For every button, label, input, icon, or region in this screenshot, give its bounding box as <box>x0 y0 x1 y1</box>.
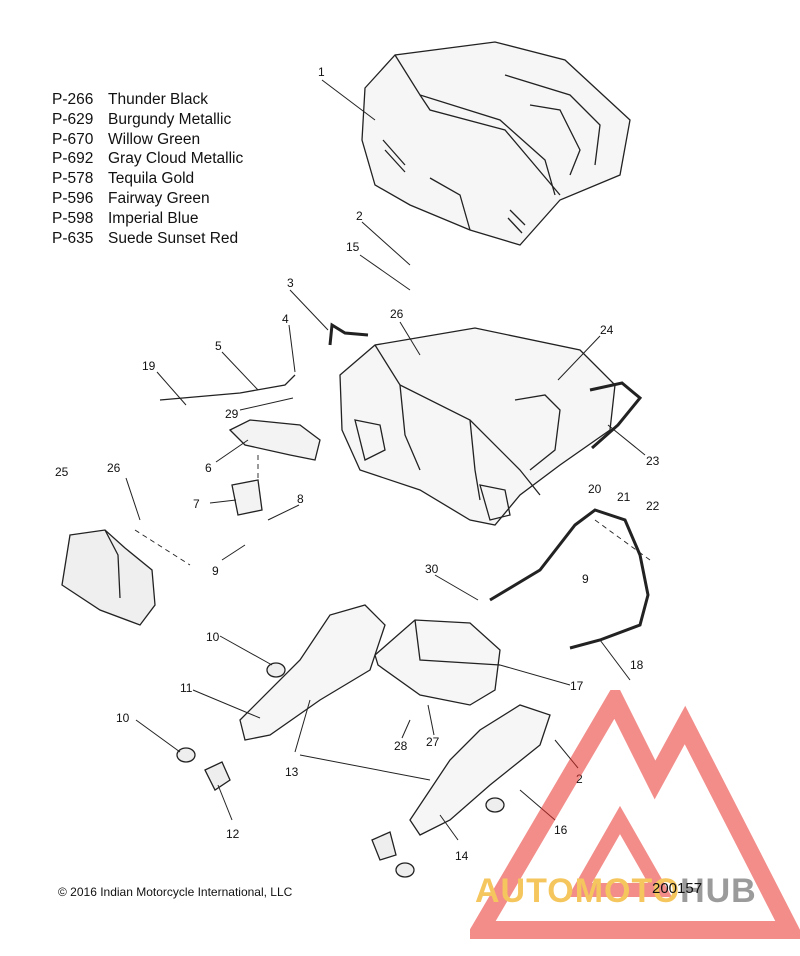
callout-8: 8 <box>297 492 304 506</box>
latch-part <box>231 479 263 516</box>
callout-1: 1 <box>318 65 325 79</box>
cable-part <box>159 374 296 401</box>
callout-24: 24 <box>600 323 614 337</box>
pad-part <box>61 529 156 626</box>
callout-16: 16 <box>554 823 568 837</box>
callout-19: 19 <box>142 359 156 373</box>
color-code: P-670 <box>52 130 94 148</box>
legend-row: P-629 Burgundy Metallic <box>52 110 243 130</box>
drawing-number: 200157 <box>652 880 703 897</box>
callout-23: 23 <box>646 454 660 468</box>
callout-28: 28 <box>394 739 408 753</box>
legend-row: P-266 Thunder Black <box>52 90 243 110</box>
callout-20: 20 <box>588 482 602 496</box>
paint-color-legend: P-266 Thunder Black P-629 Burgundy Metalli… <box>52 90 243 248</box>
callout-25: 25 <box>55 465 69 479</box>
legend-row: P-692 Gray Cloud Metallic <box>52 149 243 169</box>
callout-30: 30 <box>425 562 439 576</box>
color-name: Willow Green <box>108 130 201 148</box>
legend-row: P-596 Fairway Green <box>52 189 243 209</box>
callout-26b: 26 <box>107 461 121 475</box>
callout-14: 14 <box>455 849 469 863</box>
callout-26a: 26 <box>390 307 404 321</box>
left-mount-bracket <box>239 604 386 741</box>
legend-row: P-578 Tequila Gold <box>52 169 243 189</box>
right-mount-bracket <box>409 704 551 836</box>
part-23 <box>589 381 643 450</box>
callout-10a: 10 <box>206 630 220 644</box>
color-name: Suede Sunset Red <box>108 229 239 247</box>
trunk-lid <box>361 41 631 246</box>
color-code: P-692 <box>52 150 94 168</box>
color-code: P-598 <box>52 209 94 227</box>
legend-row: P-635 Suede Sunset Red <box>52 229 243 249</box>
callout-6: 6 <box>205 461 212 475</box>
color-name: Imperial Blue <box>108 209 199 227</box>
callout-18: 18 <box>630 658 644 672</box>
trunk-base <box>339 327 616 526</box>
mount-plate <box>374 619 501 706</box>
callout-5: 5 <box>215 339 222 353</box>
color-name: Gray Cloud Metallic <box>108 150 244 168</box>
callout-10b: 10 <box>116 711 130 725</box>
callout-2: 2 <box>356 209 363 223</box>
color-code: P-596 <box>52 189 94 207</box>
callout-4: 4 <box>282 312 289 326</box>
callout-17: 17 <box>570 679 584 693</box>
copyright-notice: © 2016 Indian Motorcycle International, … <box>58 885 293 899</box>
color-name: Tequila Gold <box>108 170 195 188</box>
luggage-rack <box>489 508 650 650</box>
color-code: P-578 <box>52 170 94 188</box>
callout-13: 13 <box>285 765 299 779</box>
callout-2b: 2 <box>576 772 583 786</box>
callout-29: 29 <box>225 407 239 421</box>
callout-22: 22 <box>646 499 660 513</box>
color-code: P-635 <box>52 229 94 247</box>
legend-row: P-670 Willow Green <box>52 130 243 150</box>
callout-11: 11 <box>180 681 193 695</box>
watermark-logo-icon <box>470 690 800 939</box>
callout-12: 12 <box>226 827 240 841</box>
part-3 <box>328 322 369 346</box>
callout-3: 3 <box>287 276 294 290</box>
callout-7: 7 <box>193 497 200 511</box>
callout-21: 21 <box>617 490 631 504</box>
color-name: Thunder Black <box>108 91 208 108</box>
callout-9a: 9 <box>212 564 219 578</box>
legend-row: P-598 Imperial Blue <box>52 209 243 229</box>
bracket-part <box>228 419 321 461</box>
callout-9b: 9 <box>582 572 589 586</box>
watermark-text: AUTOMOTOHUB <box>475 872 757 910</box>
color-name: Fairway Green <box>108 189 210 207</box>
color-code: P-629 <box>52 110 94 128</box>
callout-15: 15 <box>346 240 360 254</box>
color-name: Burgundy Metallic <box>108 110 232 128</box>
callout-27: 27 <box>426 735 440 749</box>
color-code: P-266 <box>52 91 94 108</box>
